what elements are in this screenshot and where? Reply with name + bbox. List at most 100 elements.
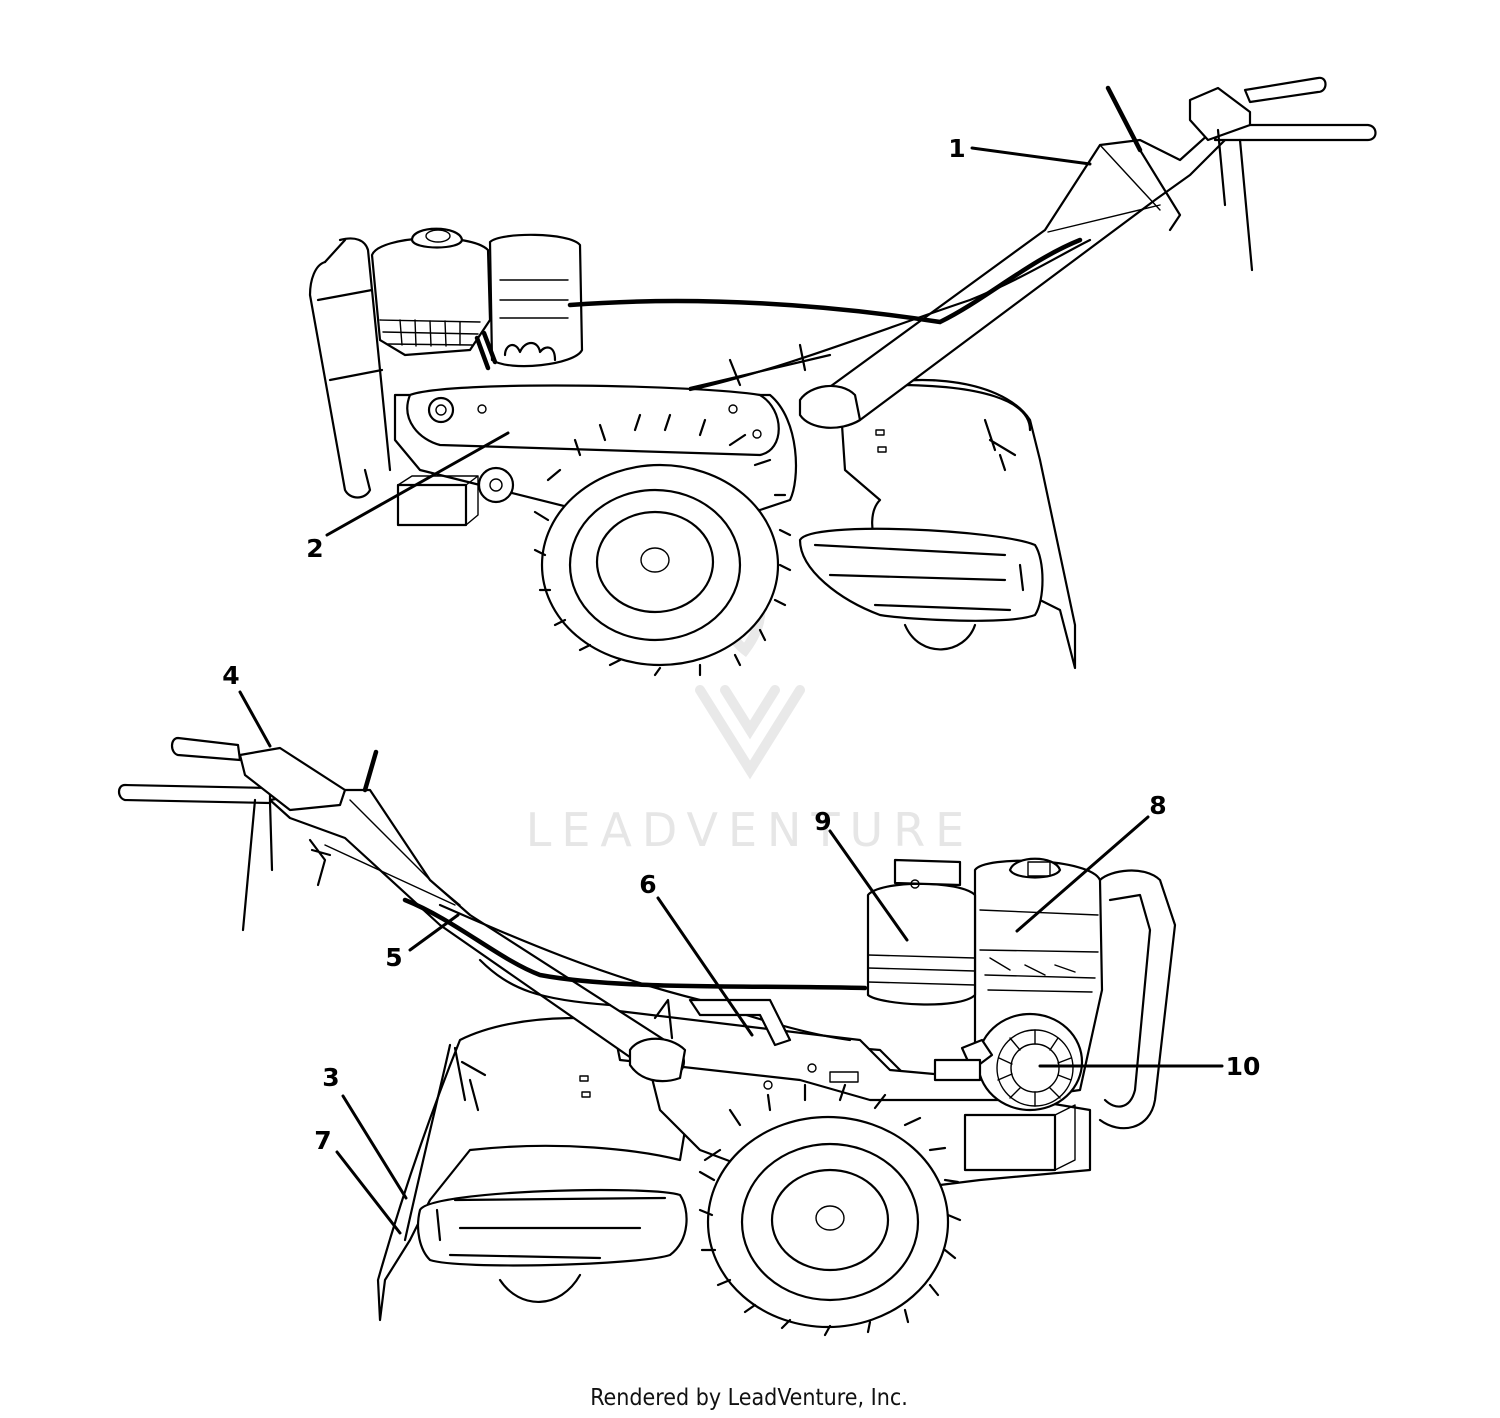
lever-link-bottom [308,838,332,887]
screw-b1 [763,1080,773,1090]
guard-slot-b3 [448,1253,602,1260]
idler-hub-top [489,478,503,492]
engine-fins-vert-top [399,319,461,347]
bolt-top-b [877,446,887,453]
tine-hood-curve-top [893,383,1032,432]
callout-3[interactable]: 3 [322,1063,339,1092]
leader-3 [341,1094,408,1200]
callout-9[interactable]: 9 [814,807,831,836]
leader-7 [335,1150,402,1235]
callout-10[interactable]: 10 [1226,1052,1261,1081]
callout-4[interactable]: 4 [222,661,239,690]
starter-base-bottom [933,1058,982,1082]
front-bumper-top [308,260,372,499]
engine-cap-bottom [1008,857,1062,879]
tank-ridges-top [499,279,569,319]
depth-bar-bottom [453,1046,487,1112]
control-cable-bottom-1 [402,897,868,991]
control-cable-bottom-3 [478,958,612,1007]
guard-slot-1 [813,543,1007,557]
callout-labels: 1 2 3 4 5 6 7 8 9 10 [222,134,1260,1155]
handle-grip-bottom-upper [170,736,242,762]
shift-lever-bottom [688,998,792,1047]
guard-slot-4 [1018,563,1025,592]
leader-5 [408,913,460,952]
callout-8[interactable]: 8 [1149,791,1166,820]
bolt-bottom-a [579,1075,589,1082]
leader-lines [238,146,1224,1235]
pulley-inner-top [435,404,447,416]
handle-head-bottom [238,746,347,812]
rear-bumper-inner [1103,893,1152,1108]
screw-b2 [807,1063,817,1073]
leader-1 [970,146,1092,166]
control-lever-bottom [362,749,379,793]
recoil-starter-housing [976,1012,1084,1112]
front-weight-top [396,483,468,527]
fuel-tank-bottom [866,882,977,1006]
shift-rod-top [688,343,832,390]
screw-1 [477,404,487,414]
watermark: LEADVENTURE [526,567,975,857]
callout-2[interactable]: 2 [306,534,323,563]
guard-slot-b4 [435,1208,442,1242]
rear-weight-face [1054,1104,1076,1171]
drive-wheel-bottom [698,1083,962,1337]
control-cable-top-1 [567,237,1083,325]
front-bumper-link-top [316,238,384,382]
handlebar-detail-top [1047,144,1161,233]
tine-disc-bottom [498,1273,582,1303]
callout-1[interactable]: 1 [948,134,965,163]
leader-8 [1015,815,1150,933]
clutch-rod-bottom-1 [268,800,274,872]
watermark-text: LEADVENTURE [526,803,975,857]
leader-4 [238,690,272,748]
tank-bands-bottom [867,954,976,986]
fuel-cap-top [425,229,451,243]
handle-head-top [1188,86,1252,142]
screw-3 [752,429,762,439]
handlebar-clamp-bottom [628,1037,687,1083]
guard-slot-3 [873,603,1012,612]
front-weight-top-face [397,475,479,526]
tank-grip-top [503,341,557,362]
tiller-bottom-view [117,736,1177,1337]
belt-cover-top [406,384,780,457]
fuel-cap-bottom [1027,861,1051,877]
tank-lid-bottom [893,858,962,887]
lever-link-top [1138,148,1182,232]
rear-weight-bottom [963,1113,1057,1172]
clutch-rod-bottom-2 [241,798,257,932]
guard-slot-2 [828,573,1007,582]
callout-7[interactable]: 7 [314,1126,331,1155]
screw-2 [728,404,738,414]
callout-5[interactable]: 5 [385,943,402,972]
handlebar-clamp-top [798,384,862,429]
control-cable-bottom-2 [438,903,852,1042]
leader-9 [828,829,909,942]
footer-credit: Rendered by LeadVenture, Inc. [590,1385,908,1411]
clutch-rod-top-1 [1216,128,1227,207]
idler-top [477,466,515,504]
tank-knob-bottom [910,879,920,889]
starter-cord-top [474,330,498,371]
pivot-pin-bottom [653,998,674,1040]
handlebar-detail-bottom [324,799,461,906]
engine-cap-top [410,227,464,249]
tine-shield-top [838,378,1077,670]
engine-vents-bottom [989,957,1076,976]
leader-2 [325,431,510,537]
tine-hood-curve-bottom [403,1043,452,1242]
pulley-boss-top [427,396,455,424]
bolt-top-a [875,429,885,436]
tiller-top-view [308,76,1377,677]
handle-grip-bottom-lower [117,783,272,805]
leader-6 [656,896,754,1037]
callout-6[interactable]: 6 [639,870,656,899]
tine-disc-top [903,623,977,651]
depth-bar-top [983,418,1017,472]
guard-slot-b1 [453,1196,667,1202]
rear-bumper-bottom [1098,869,1177,1130]
serial-plate [829,1071,859,1083]
